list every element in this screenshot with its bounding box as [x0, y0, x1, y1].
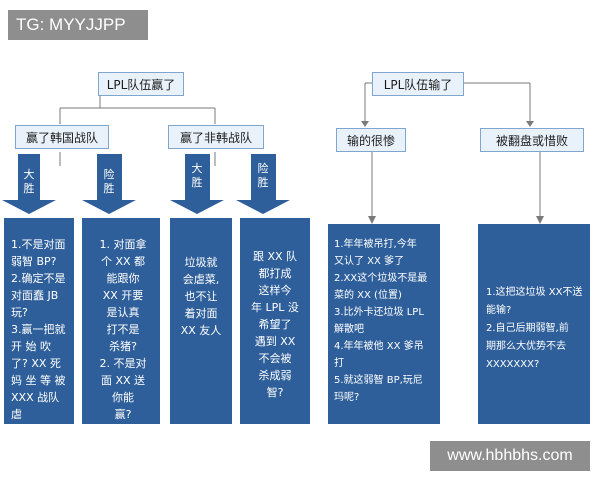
arrow-label-2: 险 胜	[103, 168, 115, 195]
right-root-node: LPL队伍输了	[372, 72, 464, 96]
arrow-down-icon-3	[170, 154, 224, 214]
watermark-bottom: www.hbhbhs.com	[430, 441, 590, 471]
arrow-down-icon-2	[82, 154, 136, 214]
arrow-label-3: 大 胜	[191, 162, 203, 189]
right-branch-comeback: 被翻盘或惜败	[480, 128, 584, 152]
box-korea-big-win: 1.不是对面 弱智 BP? 2.确定不是 对面蠢 JB 玩? 3.赢一把就 开 …	[4, 218, 74, 424]
watermark-top: TG: MYYJJPP	[8, 10, 148, 40]
box-lost-badly: 1.年年被吊打,今年 又认了 XX 爹了 2.XX这个垃圾不是最 菜的 XX (…	[328, 224, 440, 424]
left-branch-nonkorea: 赢了非韩战队	[168, 125, 264, 149]
right-branch-crushed: 输的很惨	[336, 128, 406, 152]
box-nonkorea-big-win: 垃圾就 会虐菜, 也不让 着对面 XX 友人	[170, 218, 232, 424]
box-comeback-loss: 1.这把这垃圾 XX不送 能输? 2.自己后期弱智,前 期那么大优势不去 XXX…	[478, 224, 590, 424]
left-branch-korea: 赢了韩国战队	[15, 125, 109, 149]
left-root-node: LPL队伍赢了	[98, 72, 184, 96]
box-korea-narrow-win: 1. 对面拿 个 XX 都 能跟你 XX 开要 是认真 打不是 杀猪? 2. 不…	[82, 218, 160, 424]
arrow-down-icon-1	[2, 154, 56, 214]
arrow-label-4: 险 胜	[257, 162, 269, 189]
down-arrows	[2, 154, 290, 214]
arrow-down-icon-4	[236, 154, 290, 214]
box-nonkorea-narrow-win: 跟 XX 队 都打成 这样今 年 LPL 没 希望了 遇到 XX 不会被 杀成弱…	[240, 218, 310, 424]
arrow-label-1: 大 胜	[23, 168, 35, 195]
